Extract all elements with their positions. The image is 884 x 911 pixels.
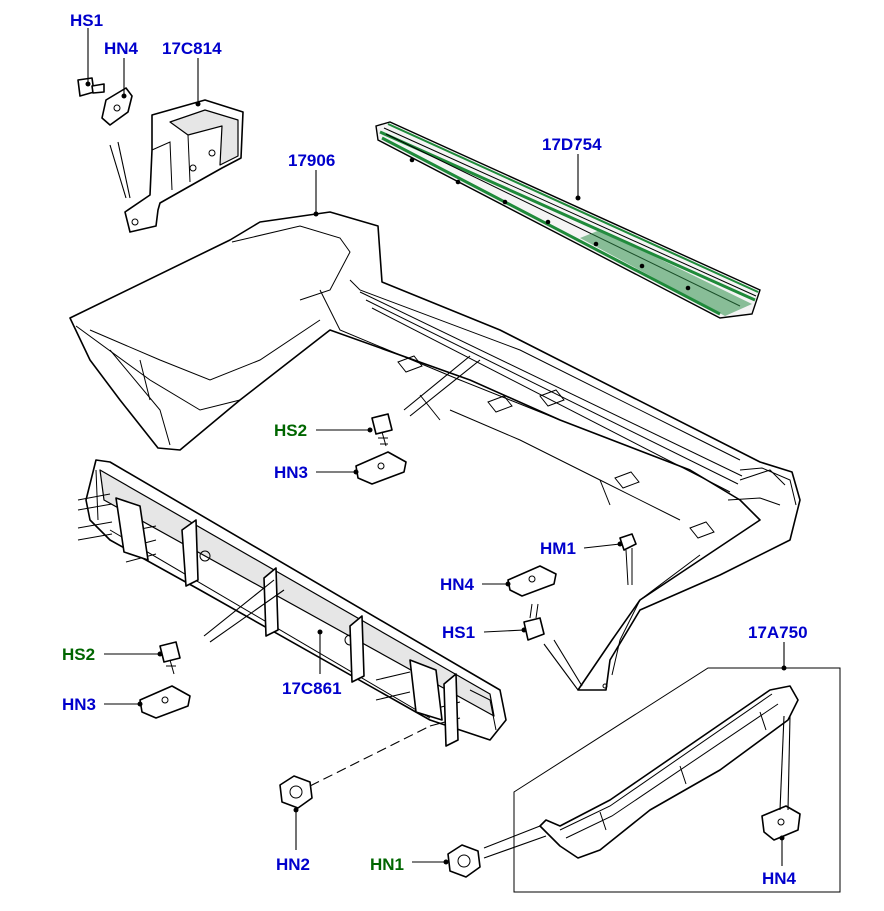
label-hn3-mid: HN3 [274,463,308,482]
clip-hn3-left[interactable] [139,685,191,719]
step-pad-17d754[interactable] [375,121,761,319]
leader-lines [85,28,791,866]
label-17906: 17906 [288,151,335,170]
inset-box-17a750 [513,667,841,893]
screw-hs2-mid[interactable] [371,413,393,447]
label-17c861: 17C861 [282,679,342,698]
clip-hn4-top[interactable] [101,87,133,126]
bumper-cover-17906[interactable] [69,211,801,691]
label-hn4-box: HN4 [762,869,797,888]
label-hn4-top: HN4 [104,39,139,58]
clip-hn4-box[interactable] [761,805,801,841]
rivet-hm1[interactable] [619,533,637,586]
label-hn4-mid: HN4 [440,575,475,594]
label-hn2: HN2 [276,855,310,874]
clip-hn4-mid[interactable] [507,565,557,597]
bracket-17a750[interactable] [539,685,799,859]
reinforcement-17c861[interactable] [77,459,507,747]
label-hn1: HN1 [370,855,404,874]
label-hs2-mid: HS2 [274,421,307,440]
screw-hs2-left[interactable] [159,641,181,675]
screw-hs1-top[interactable] [77,77,105,97]
label-hs1-top: HS1 [70,11,103,30]
bracket-17c814[interactable] [124,99,244,233]
label-hm1: HM1 [540,539,576,558]
label-hs1-mid: HS1 [442,623,475,642]
label-17a750: 17A750 [748,623,808,642]
label-17c814: 17C814 [162,39,222,58]
label-hn3-left: HN3 [62,695,96,714]
clip-hn3-mid[interactable] [355,451,407,485]
screw-hs1-mid[interactable] [523,603,545,641]
label-hs2-left: HS2 [62,645,95,664]
nut-hn2[interactable] [279,775,313,809]
nut-hn1[interactable] [447,844,481,878]
label-17d754: 17D754 [542,135,602,154]
